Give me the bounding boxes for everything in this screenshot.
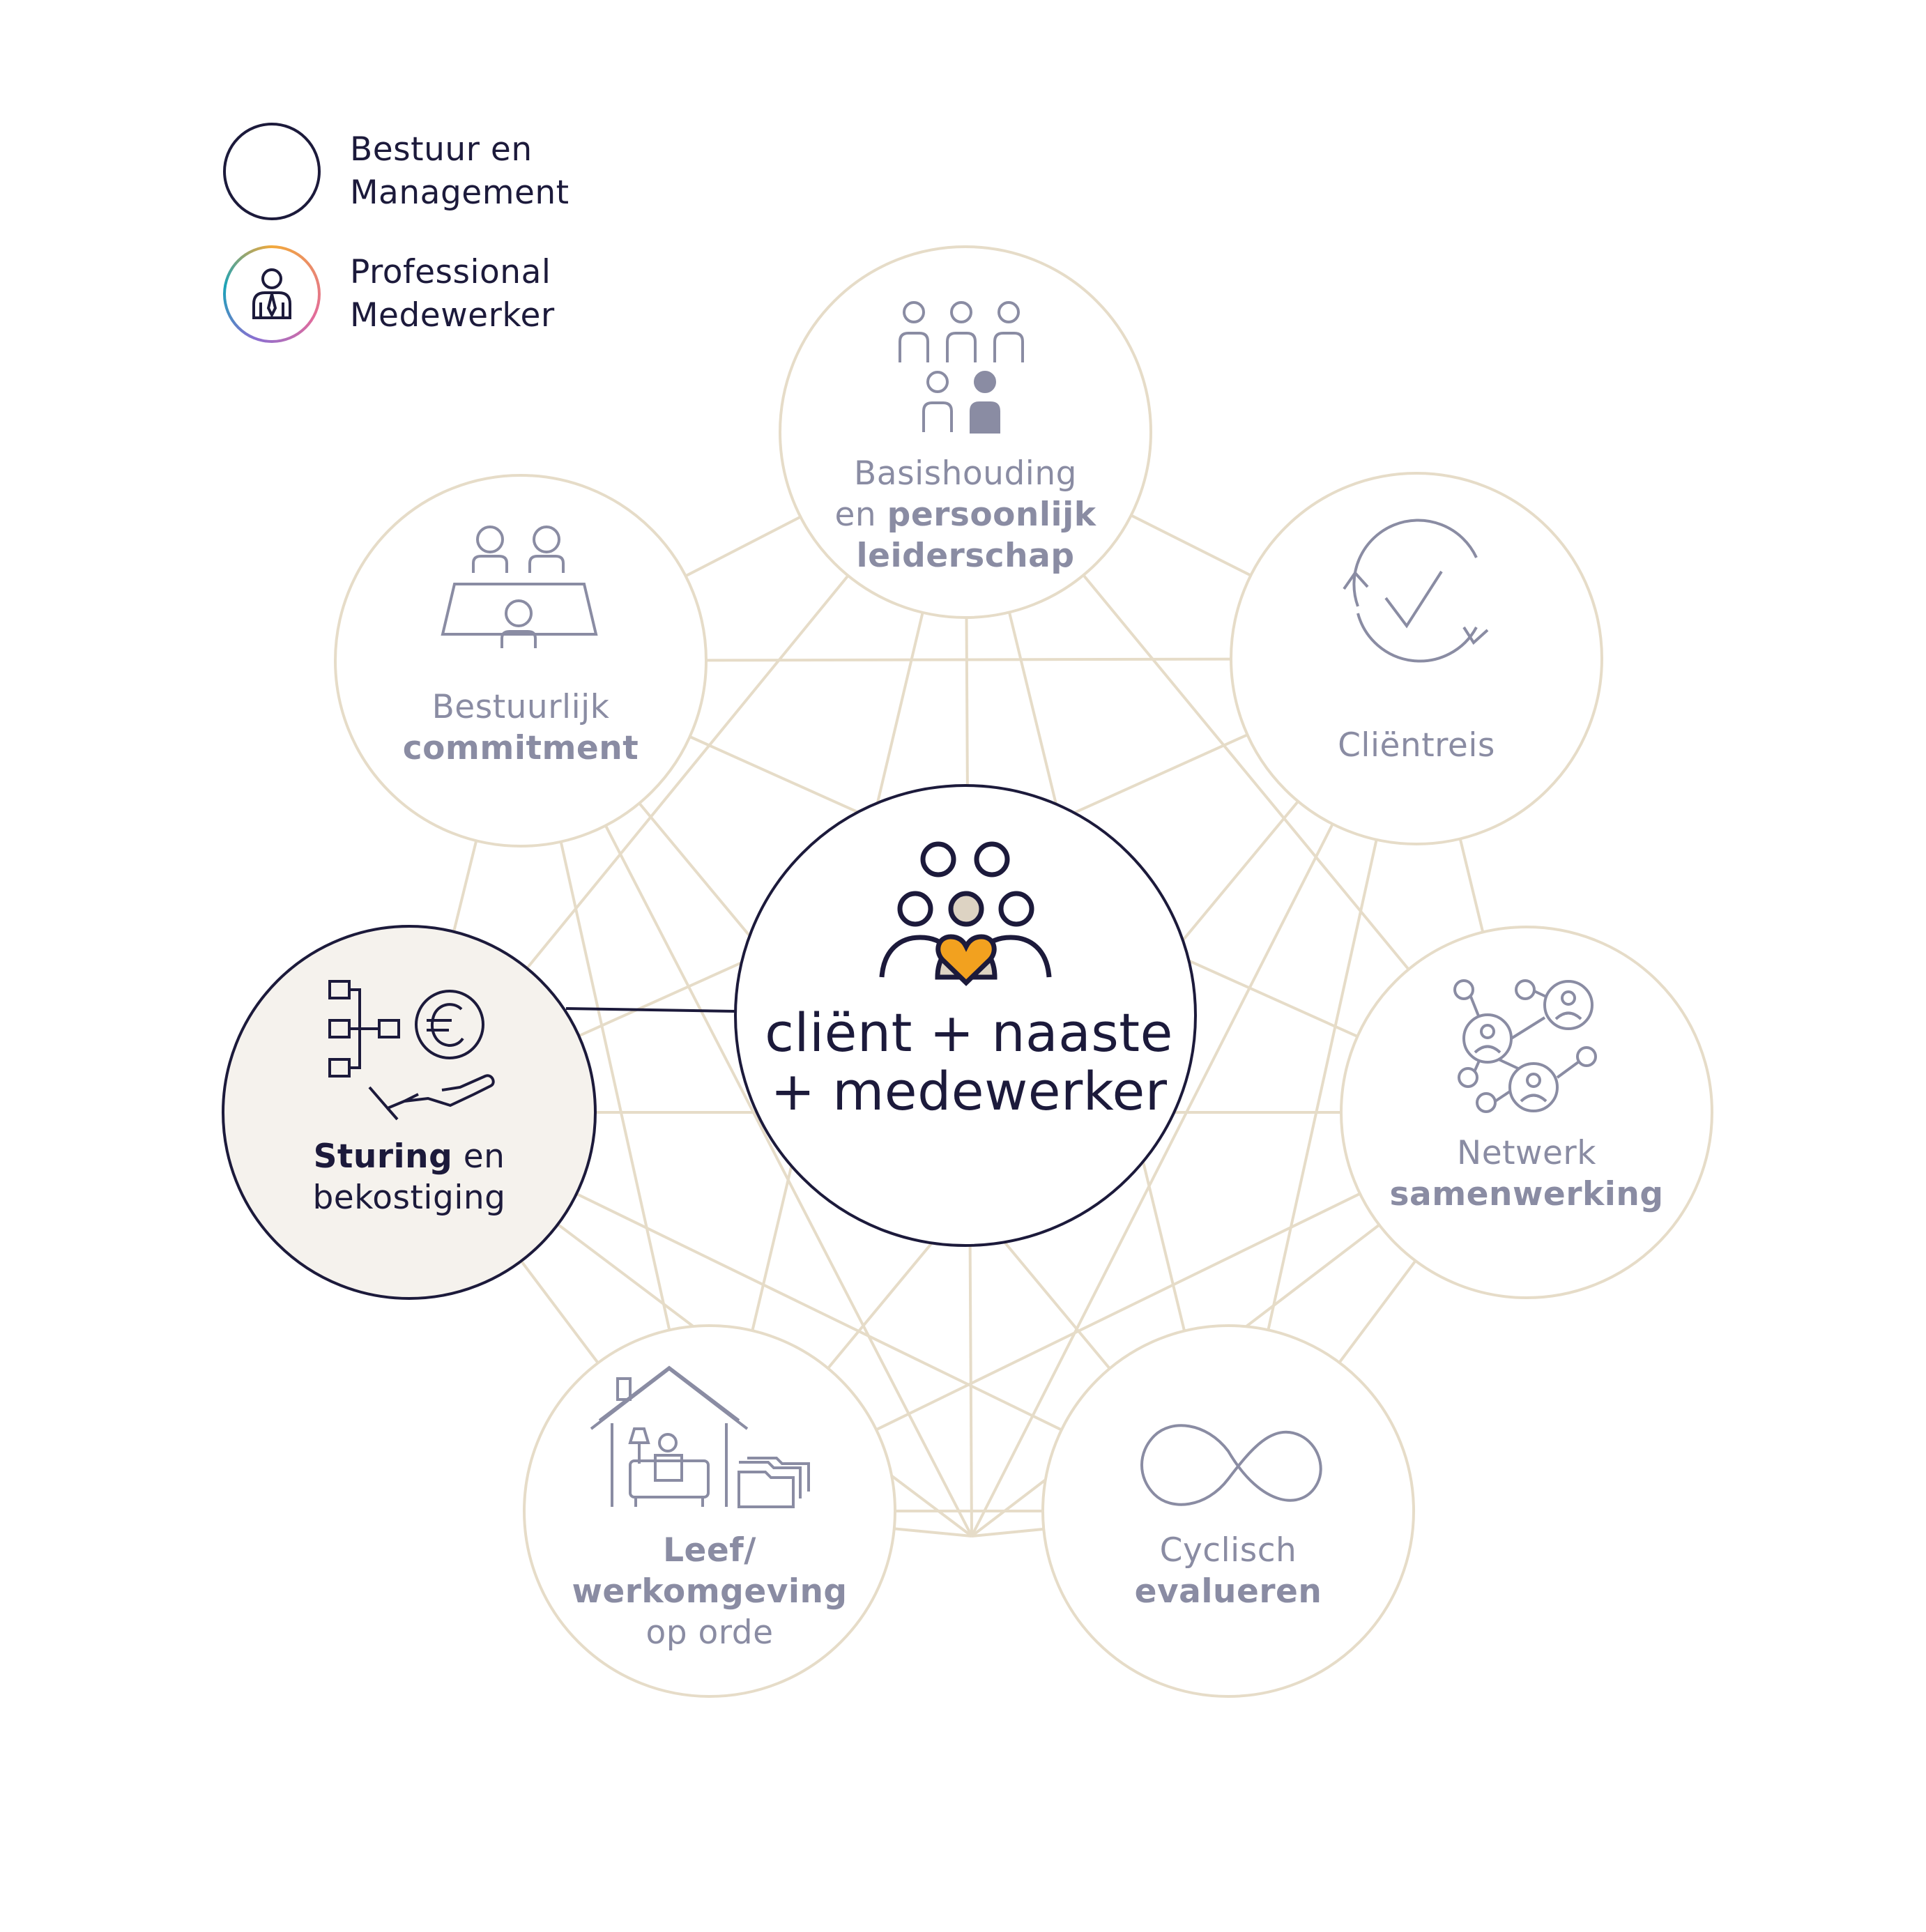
group-people-icon	[899, 301, 1024, 434]
family-heart-icon	[879, 841, 1052, 986]
network-people-icon	[1453, 979, 1597, 1113]
legend-item-professional: Professional Medewerker	[223, 245, 555, 343]
legend-label: Bestuur en	[350, 130, 533, 169]
center-line-2: + medewerker	[770, 1060, 1168, 1122]
label-bestuurlijk: Bestuurlijk commitment	[402, 688, 639, 767]
circle-cyclisch[interactable]	[1041, 1324, 1415, 1698]
home-office-icon	[590, 1365, 810, 1508]
person-tie-icon	[252, 268, 291, 319]
flow-euro-hand-icon	[328, 980, 495, 1121]
label-clientreis: Cliëntreis	[1338, 726, 1495, 765]
circle-basishouding[interactable]	[779, 245, 1152, 619]
circle-clientreis[interactable]	[1230, 472, 1603, 845]
label-leefomgeving: Leef/ werkomgeving op orde	[572, 1531, 848, 1652]
label-cyclisch: Cyclisch evalueren	[1134, 1531, 1322, 1611]
cycle-check-icon	[1343, 519, 1489, 663]
legend-badge-dark	[223, 123, 321, 220]
circle-center[interactable]	[734, 784, 1197, 1247]
legend-label: Medewerker	[350, 296, 555, 335]
label-netwerk: Netwerk samenwerking	[1389, 1134, 1664, 1213]
legend-item-management: Bestuur en Management	[223, 123, 570, 220]
circle-netwerk[interactable]	[1340, 926, 1713, 1299]
circle-sturing[interactable]	[222, 925, 597, 1300]
legend-label: Professional	[350, 253, 551, 291]
infinity-icon	[1140, 1424, 1322, 1506]
center-label: cliënt + naaste + medewerker	[697, 1004, 1241, 1121]
meeting-table-icon	[441, 526, 598, 648]
center-line-1: cliënt + naaste	[765, 1002, 1173, 1064]
label-basishouding: Basishouding en persoonlijk leiderschap	[834, 454, 1096, 575]
legend-label: Management	[350, 174, 570, 212]
circle-bestuurlijk[interactable]	[334, 474, 708, 848]
active-link	[565, 1007, 737, 1013]
circle-leefomgeving[interactable]	[523, 1324, 896, 1698]
label-sturing: Sturing en bekostiging	[312, 1137, 506, 1217]
legend-badge-gradient	[223, 245, 321, 343]
